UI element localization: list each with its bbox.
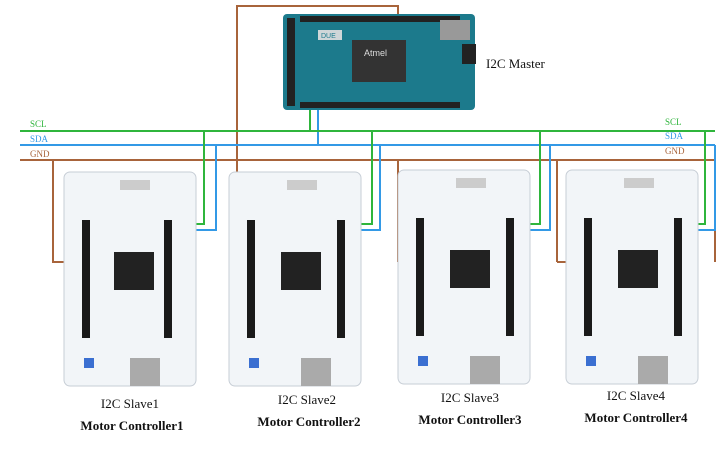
slave-board [397, 169, 531, 385]
scl-wire [20, 110, 715, 225]
scl-label-left: SCL [30, 119, 47, 129]
slave-label: I2C Slave2 [277, 392, 337, 407]
slave-board [228, 171, 362, 387]
controller-label: Motor Controller1 [80, 418, 184, 433]
slave-board [63, 171, 197, 387]
sda-wire [20, 110, 716, 231]
slave-label: I2C Slave4 [606, 388, 666, 403]
sda-label-right: SDA [665, 131, 684, 141]
scl-label-right: SCL [665, 117, 682, 127]
controller-label: Motor Controller4 [584, 410, 688, 425]
board-name: DUE [321, 33, 336, 40]
arduino-due-board: DUE Atmel [283, 14, 476, 110]
slave-label: I2C Slave3 [440, 390, 500, 405]
chip-label: Atmel [364, 48, 387, 58]
gnd-label-left: GND [30, 149, 50, 159]
slave-label: I2C Slave1 [100, 396, 160, 411]
slave-board [565, 169, 699, 385]
gnd-label-right: GND [665, 146, 685, 156]
controller-label: Motor Controller2 [257, 414, 361, 429]
controller-label: Motor Controller3 [418, 412, 522, 427]
sda-label-left: SDA [30, 134, 49, 144]
master-label: I2C Master [486, 56, 545, 71]
